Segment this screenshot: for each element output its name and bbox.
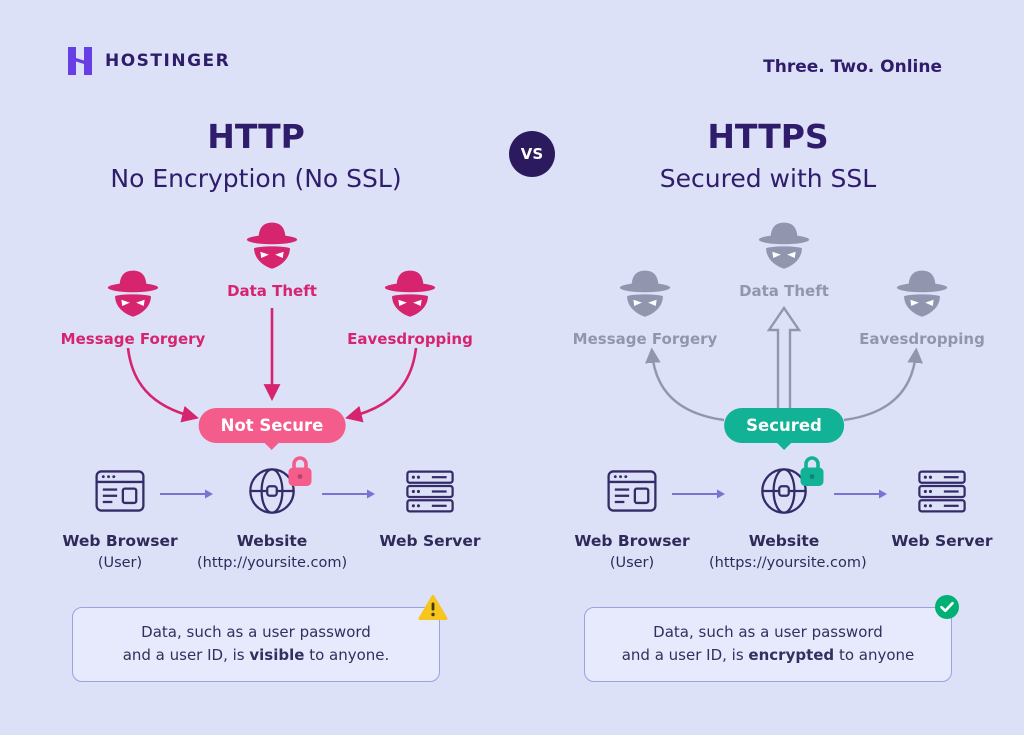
attack-arrows-icon: [126, 308, 418, 423]
hacker-icon: [246, 222, 298, 269]
hostinger-logo-icon: [68, 47, 92, 75]
browser-icon: [95, 470, 145, 512]
brand-name: HOSTINGER: [105, 51, 231, 71]
https-title-block: HTTPS Secured with SSL: [512, 117, 1024, 193]
node-label: Web Browser: [62, 532, 178, 550]
hacker-icon: [384, 270, 436, 317]
hacker-icon: [619, 270, 671, 317]
server-icon: [918, 470, 966, 512]
threat-label: Message Forgery: [572, 330, 718, 348]
http-info-note: Data, such as a user password and a user…: [72, 595, 448, 682]
web-browser-node: Web Browser (User): [45, 463, 195, 571]
browser-icon-box: [557, 463, 707, 519]
threat-message-forgery: Message Forgery: [560, 267, 730, 348]
http-panel: Message Forgery Data Theft Eavesdropping: [0, 205, 512, 735]
check-icon: [934, 594, 960, 627]
server-icon-box: [867, 463, 1017, 519]
http-title-block: HTTP No Encryption (No SSL): [0, 117, 512, 193]
threat-message-forgery: Message Forgery: [48, 267, 218, 348]
node-label: Web Browser: [574, 532, 690, 550]
hacker-icon: [758, 222, 810, 269]
web-server-node: Web Server: [355, 463, 505, 560]
lock-icon: [288, 456, 312, 486]
hacker-icon: [107, 270, 159, 317]
node-sublabel: (User): [609, 555, 655, 571]
globe-icon-box: [197, 463, 347, 519]
node-sublabel: (User): [97, 555, 143, 571]
http-title: HTTP: [207, 117, 305, 156]
hacker-icon: [896, 270, 948, 317]
note-bold-word: encrypted: [748, 646, 835, 665]
threat-eavesdropping: Eavesdropping: [325, 267, 495, 348]
node-sublabel: [355, 555, 505, 560]
secured-badge: Secured: [724, 408, 844, 443]
note-line-2: and a user ID, is encrypted to anyone: [593, 644, 943, 667]
note-text: and a user ID, is: [621, 646, 749, 665]
threat-label: Eavesdropping: [347, 330, 473, 348]
website-node: Website (https://yoursite.com): [709, 456, 867, 571]
threat-eavesdropping: Eavesdropping: [837, 267, 1007, 348]
flow-arrow-icon: [322, 489, 375, 499]
website-node: Website (http://yoursite.com): [197, 456, 348, 571]
hostinger-logo: HOSTINGER: [66, 46, 230, 76]
https-info-note: Data, such as a user password and a user…: [584, 595, 959, 682]
note-line-1: Data, such as a user password: [141, 623, 371, 641]
node-sublabel: (https://yoursite.com): [709, 555, 867, 571]
flow-arrow-icon: [834, 489, 887, 499]
tagline: Three. Two. Online: [763, 57, 942, 77]
web-server-node: Web Server: [867, 463, 1017, 560]
flow-arrow-icon: [672, 489, 725, 499]
note-bold-word: visible: [249, 646, 305, 665]
node-sublabel: (http://yoursite.com): [197, 555, 348, 571]
not-secure-badge: Not Secure: [198, 408, 346, 443]
node-sublabel: [867, 555, 1017, 560]
globe-icon-box: [709, 463, 859, 519]
https-panel: Message Forgery Data Theft Eavesdropping: [512, 205, 1024, 735]
server-icon-box: [355, 463, 505, 519]
threat-data-theft: Data Theft: [699, 219, 869, 300]
threat-label: Eavesdropping: [859, 330, 985, 348]
http-subtitle: No Encryption (No SSL): [110, 164, 402, 193]
threat-label: Data Theft: [227, 282, 317, 300]
threat-data-theft: Data Theft: [187, 219, 357, 300]
web-browser-node: Web Browser (User): [557, 463, 707, 571]
globe-icon: [249, 468, 295, 514]
node-label: Web Server: [379, 532, 481, 550]
lock-icon: [800, 456, 824, 486]
warning-icon: [418, 594, 448, 628]
globe-icon: [761, 468, 807, 514]
note-line-2: and a user ID, is visible to anyone.: [81, 644, 431, 667]
note-text: to anyone.: [304, 646, 390, 665]
https-title: HTTPS: [707, 117, 829, 156]
vs-badge: VS: [509, 131, 555, 177]
browser-icon: [607, 470, 657, 512]
threat-label: Message Forgery: [60, 330, 206, 348]
node-label: Web Server: [891, 532, 993, 550]
server-icon: [406, 470, 454, 512]
node-label: Website: [748, 532, 820, 550]
threat-label: Data Theft: [739, 282, 829, 300]
note-text: to anyone: [834, 646, 915, 665]
flow-arrow-icon: [160, 489, 213, 499]
deflected-arrows-icon: [645, 305, 923, 422]
browser-icon-box: [45, 463, 195, 519]
node-label: Website: [236, 532, 308, 550]
note-text: and a user ID, is: [122, 646, 250, 665]
https-subtitle: Secured with SSL: [659, 164, 877, 193]
note-line-1: Data, such as a user password: [653, 623, 883, 641]
